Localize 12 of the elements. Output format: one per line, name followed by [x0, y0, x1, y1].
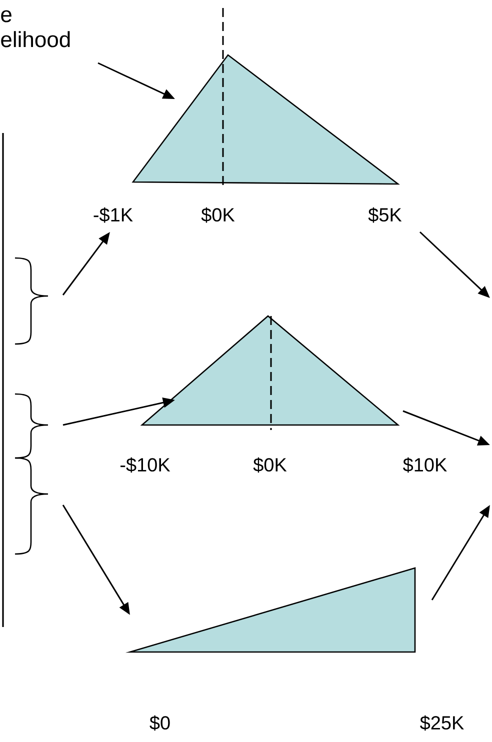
axis-value: $5K: [368, 207, 402, 223]
axis-value: $10K: [403, 457, 447, 473]
axis-value: $0K: [201, 207, 235, 223]
curly-brace: [14, 257, 49, 345]
callout-text: e elihood: [1, 10, 70, 48]
axis-value: $0K: [253, 457, 287, 473]
axis-value: $25K: [420, 715, 464, 731]
axis-value: -$1K: [94, 207, 133, 223]
curly-brace: [14, 393, 49, 459]
axis-value: $0: [150, 715, 170, 731]
curly-brace: [14, 457, 49, 555]
axis-value: -$10K: [120, 457, 170, 473]
